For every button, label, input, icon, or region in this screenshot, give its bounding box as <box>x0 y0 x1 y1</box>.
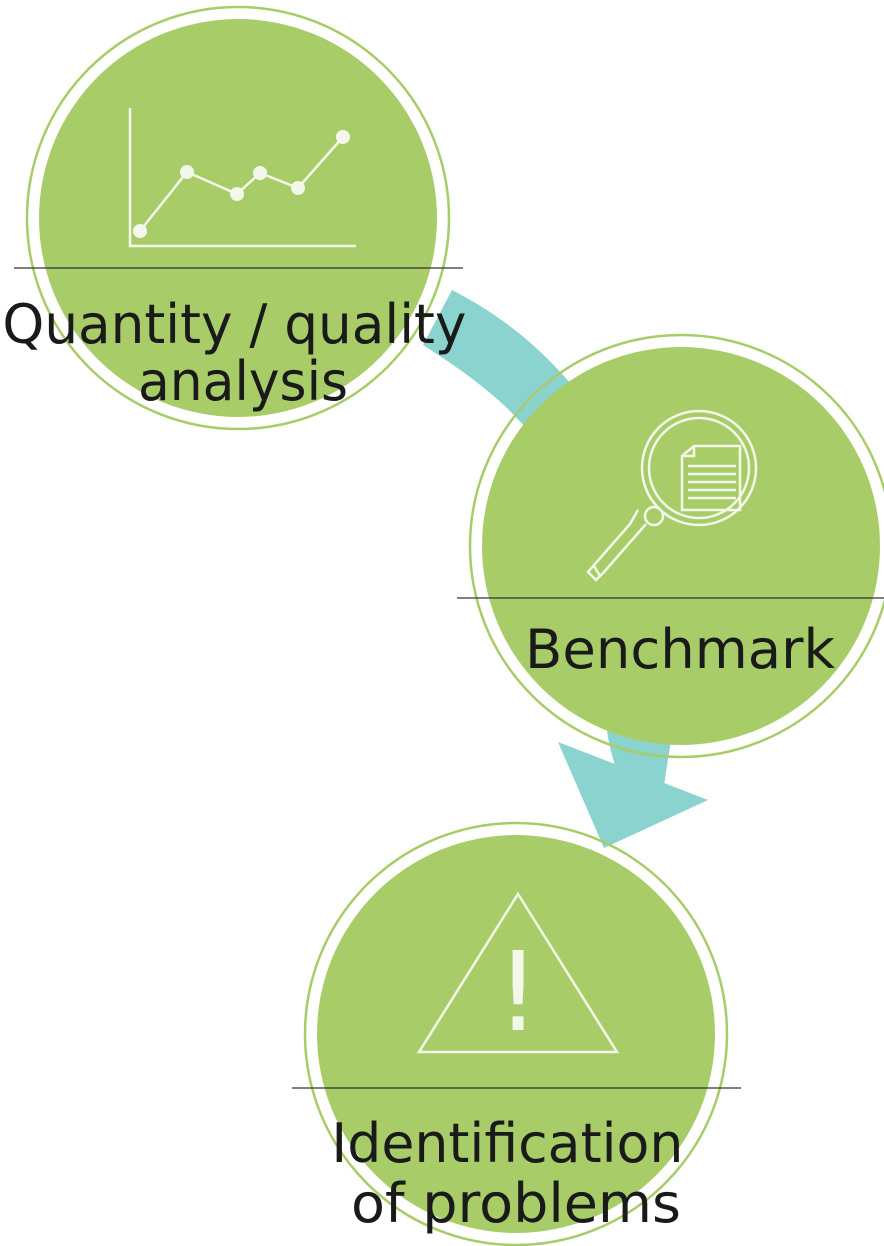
step-1-label: Quantity / quality analysis <box>2 293 483 413</box>
step-2: Benchmark <box>457 333 884 759</box>
warning-triangle-icon: ! <box>416 891 620 1056</box>
step-3: ! Identification of problems <box>292 821 741 1246</box>
line-chart-icon <box>128 108 356 248</box>
step-2-outer-ring <box>468 333 884 759</box>
step-3-label: Identification of problems <box>331 1112 700 1235</box>
step-2-label: Benchmark <box>525 618 836 681</box>
step-3-circle <box>317 835 715 1233</box>
step-1-outer-ring <box>25 5 451 431</box>
step-3-outer-ring <box>303 821 729 1246</box>
magnifier-document-icon <box>586 409 758 582</box>
arrow-step1-to-step2 <box>423 290 580 440</box>
step-1: Quantity / quality analysis <box>2 5 483 431</box>
arrow-step2-to-step3 <box>558 730 708 848</box>
step-1-circle <box>39 19 437 417</box>
step-2-circle <box>482 347 880 745</box>
warning-exclamation: ! <box>496 928 540 1056</box>
